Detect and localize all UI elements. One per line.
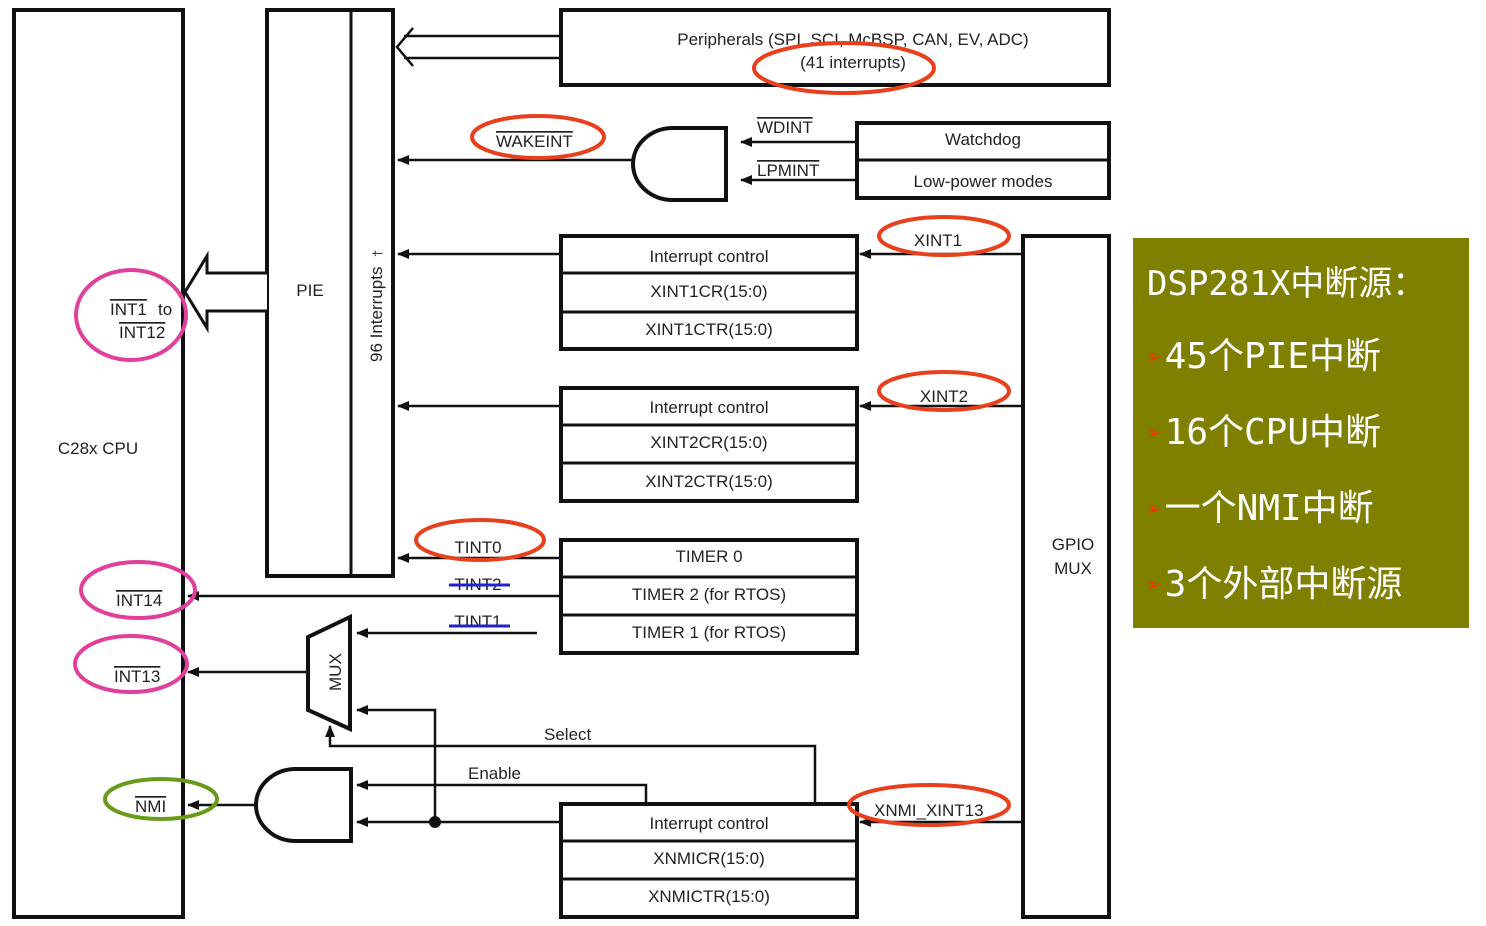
summary-list: ➢45个PIE中断 ➢16个CPU中断 ➢一个NMI中断 ➢3个外部中断源 (1147, 336, 1469, 607)
wakeint-label: WAKEINT (496, 132, 573, 151)
int1-to-label: to (158, 300, 172, 319)
xint1cr-label: XINT1CR(15:0) (650, 282, 767, 301)
summary-panel: DSP281X中断源： ➢45个PIE中断 ➢16个CPU中断 ➢一个NMI中断… (1133, 238, 1469, 628)
summary-item: ➢16个CPU中断 (1147, 412, 1469, 455)
wake-and-gate (631, 126, 728, 202)
lpmint-label: LPMINT (757, 161, 819, 180)
lowpower-label: Low-power modes (914, 172, 1053, 191)
summary-item: ➢45个PIE中断 (1147, 336, 1469, 379)
gpio-mux-label: MUX (1054, 559, 1092, 578)
xint1ctr-label: XINT1CTR(15:0) (645, 320, 773, 339)
select-label: Select (544, 725, 592, 744)
highlight-peripherals (752, 41, 936, 95)
int1-label: INT1 (110, 300, 147, 319)
pie-interrupts-label: 96 Interrupts (367, 267, 386, 362)
arrow-bullet-icon: ➢ (1147, 343, 1163, 373)
xnmi-control-block (559, 802, 859, 919)
arrow-bullet-icon: ➢ (1147, 419, 1163, 449)
timer2-label: TIMER 2 (for RTOS) (632, 585, 786, 604)
arrow-bullet-icon: ➢ (1147, 571, 1163, 601)
mux-block (306, 613, 352, 733)
timer1-label: TIMER 1 (for RTOS) (632, 623, 786, 642)
mux-label: MUX (326, 653, 345, 691)
xnmi-xint13-label: XNMI_XINT13 (874, 801, 984, 820)
xint2ctr-label: XINT2CTR(15:0) (645, 472, 773, 491)
highlight-nmi (103, 777, 219, 821)
int13-label: INT13 (114, 667, 160, 686)
summary-item-text: 16个CPU中断 (1164, 412, 1382, 453)
tint0-label: TINT0 (454, 538, 501, 557)
int12-label: INT12 (119, 323, 165, 342)
xnmicr-label: XNMICR(15:0) (653, 849, 764, 868)
xnmi-ic-label: Interrupt control (649, 814, 768, 833)
arrow-bullet-icon: ➢ (1147, 495, 1163, 525)
xint2-label: XINT2 (920, 387, 968, 406)
nmi-and-gate (254, 767, 353, 843)
xnmictr-label: XNMICTR(15:0) (648, 887, 770, 906)
summary-item-text: 一个NMI中断 (1164, 488, 1374, 529)
xint2-ic-label: Interrupt control (649, 398, 768, 417)
enable-label: Enable (468, 764, 521, 783)
summary-item: ➢3个外部中断源 (1147, 564, 1469, 607)
xint2-control-block (559, 386, 859, 503)
highlight-int13 (73, 634, 189, 694)
timer0-label: TIMER 0 (675, 547, 742, 566)
highlight-int14 (79, 560, 197, 620)
summary-title: DSP281X中断源： (1147, 264, 1427, 304)
pie-dagger: † (370, 250, 385, 257)
xint2cr-label: XINT2CR(15:0) (650, 433, 767, 452)
cpu-label: C28x CPU (58, 439, 138, 458)
gpio-mux-block (1021, 234, 1111, 919)
cpu-block (12, 8, 185, 919)
peripherals-count: (41 interrupts) (800, 53, 906, 72)
watchdog-label: Watchdog (945, 130, 1021, 149)
highlight-xnmi-xint13 (847, 783, 1011, 827)
highlight-xint2 (877, 370, 1011, 412)
int14-label: INT14 (116, 591, 162, 610)
xint1-control-block (559, 234, 859, 351)
summary-item: ➢一个NMI中断 (1147, 488, 1469, 531)
highlight-tint0 (414, 518, 546, 562)
peripherals-label: Peripherals (SPI, SCI, McBSP, CAN, EV, A… (677, 30, 1028, 49)
summary-item-text: 45个PIE中断 (1164, 336, 1382, 377)
tint1-label: TINT1 (454, 612, 501, 631)
wdint-label: WDINT (757, 118, 813, 137)
highlight-wakeint (470, 114, 606, 160)
pie-label: PIE (296, 281, 323, 300)
highlight-xint1 (877, 215, 1011, 257)
nmi-label: NMI (135, 797, 166, 816)
xint1-label: XINT1 (914, 231, 962, 250)
peripherals-block (559, 8, 1111, 87)
junction-dot (429, 816, 441, 828)
pie-to-cpu-arrow (183, 250, 267, 334)
xint1-ic-label: Interrupt control (649, 247, 768, 266)
gpio-label: GPIO (1052, 535, 1095, 554)
highlight-int1-int12 (74, 268, 188, 362)
summary-item-text: 3个外部中断源 (1164, 564, 1403, 605)
